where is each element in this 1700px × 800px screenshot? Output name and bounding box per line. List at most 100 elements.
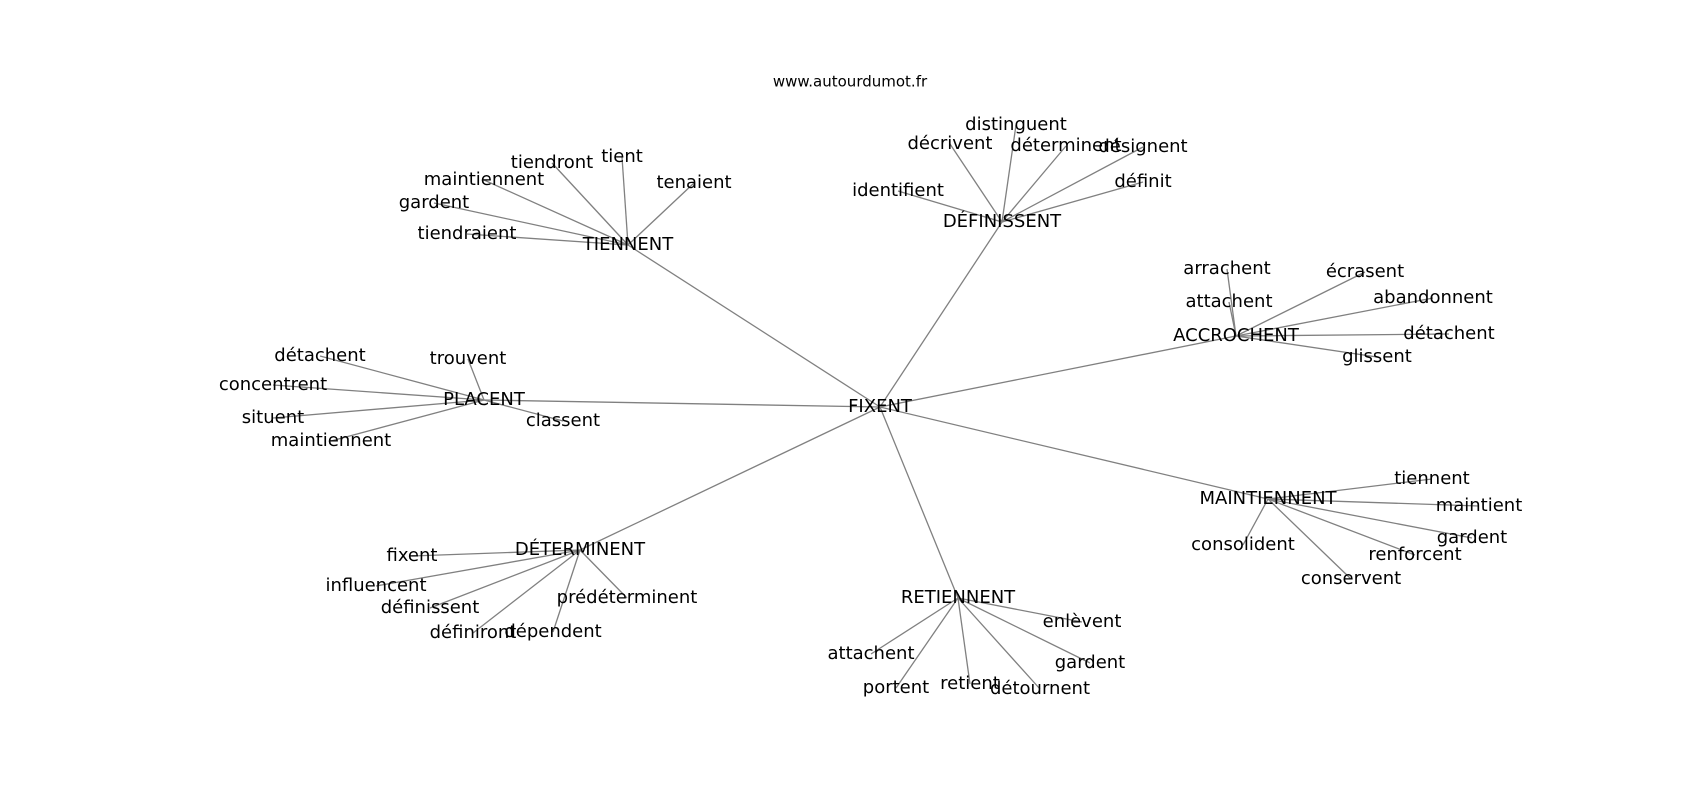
edge-fixent-definissent	[879, 221, 1003, 408]
edge-tiennent-gardent	[433, 202, 629, 246]
node-accrochent-detachent[interactable]: détachent	[1403, 323, 1494, 344]
node-accrochent-arrachent[interactable]: arrachent	[1183, 258, 1270, 279]
edge-accrochent-attachent	[1228, 301, 1237, 337]
node-determinent-fixent[interactable]: fixent	[387, 545, 438, 566]
labels: FIXENT TIENNENT tiendront tient tenaient main…	[219, 114, 1522, 699]
edge-retiennent-retient	[957, 597, 971, 685]
node-fixent[interactable]: FIXENT	[848, 396, 913, 417]
node-tiennent-tiendraient[interactable]: tiendraient	[418, 223, 517, 244]
edge-retiennent-portent	[895, 597, 959, 689]
node-determinent-predeterminent[interactable]: prédéterminent	[557, 587, 698, 608]
edge-placent-detachent	[319, 355, 485, 401]
node-determinent-dependent[interactable]: dépendent	[504, 621, 601, 642]
edge-placent-trouvent	[467, 358, 485, 401]
node-maintiennent-conservent[interactable]: conservent	[1301, 568, 1401, 589]
node-retiennent-attachent[interactable]: attachent	[827, 643, 914, 664]
edge-maintiennent-maintient	[1267, 498, 1480, 507]
node-accrochent-glissent[interactable]: glissent	[1342, 346, 1412, 367]
node-definissent-definit[interactable]: définit	[1114, 171, 1171, 192]
edge-placent-maintiennent	[330, 399, 485, 442]
edge-placent-situent	[272, 399, 485, 419]
node-tiennent-tient[interactable]: tient	[601, 146, 643, 167]
edge-tiennent-tiendront	[551, 162, 629, 246]
edge-fixent-retiennent	[879, 406, 959, 599]
edge-maintiennent-tiennent	[1267, 478, 1433, 500]
node-maintiennent-renforcent[interactable]: renforcent	[1368, 544, 1461, 565]
node-retiennent-enlevent[interactable]: enlèvent	[1043, 611, 1122, 632]
node-retiennent-detournent[interactable]: détournent	[990, 678, 1090, 699]
node-placent-detachent[interactable]: détachent	[274, 345, 365, 366]
node-placent-classent[interactable]: classent	[526, 410, 600, 431]
node-definissent-designent[interactable]: désignent	[1098, 136, 1187, 157]
node-tiennent-maintiennent[interactable]: maintiennent	[424, 169, 544, 190]
edge-accrochent-ecrasent	[1235, 271, 1366, 337]
node-tiennent[interactable]: TIENNENT	[582, 234, 674, 255]
edge-determinent-definiront	[472, 549, 581, 634]
node-accrochent-abandonnent[interactable]: abandonnent	[1373, 287, 1493, 308]
node-maintiennent-consolident[interactable]: consolident	[1191, 534, 1295, 555]
node-maintiennent-gardent[interactable]: gardent	[1437, 527, 1508, 548]
node-tiennent-gardent[interactable]: gardent	[399, 192, 470, 213]
edges	[272, 124, 1480, 690]
node-tiennent-tenaient[interactable]: tenaient	[656, 172, 731, 193]
node-maintiennent-tiennent[interactable]: tiennent	[1394, 468, 1470, 489]
node-placent-trouvent[interactable]: trouvent	[430, 348, 507, 369]
node-determinent-influencent[interactable]: influencent	[325, 575, 426, 596]
node-determinent-definissent[interactable]: définissent	[381, 597, 480, 618]
node-maintiennent-maintient[interactable]: maintient	[1436, 495, 1523, 516]
edge-definissent-identifient	[897, 190, 1003, 223]
edge-fixent-placent	[483, 399, 881, 408]
edge-accrochent-arrachent	[1226, 268, 1237, 337]
node-definissent-determinent[interactable]: déterminent	[1010, 135, 1121, 156]
edge-tiennent-maintiennent	[483, 179, 629, 246]
edge-fixent-tiennent	[627, 244, 881, 408]
edge-tiennent-tient	[621, 156, 629, 246]
edge-definissent-determinent	[1001, 145, 1067, 223]
node-placent-maintiennent[interactable]: maintiennent	[271, 430, 391, 451]
node-definissent-distinguent[interactable]: distinguent	[965, 114, 1067, 135]
node-accrochent-ecrasent[interactable]: écrasent	[1326, 261, 1404, 282]
node-accrochent-attachent[interactable]: attachent	[1185, 291, 1272, 312]
node-retiennent-portent[interactable]: portent	[863, 677, 929, 698]
edge-fixent-accrochent	[879, 335, 1237, 408]
source-label[interactable]: www.autourdumot.fr	[773, 73, 928, 91]
node-definissent[interactable]: DÉFINISSENT	[943, 210, 1062, 232]
node-accrochent[interactable]: ACCROCHENT	[1173, 325, 1300, 346]
edge-fixent-maintiennent	[879, 406, 1269, 500]
node-placent-concentrent[interactable]: concentrent	[219, 374, 327, 395]
edge-definissent-decrivent	[949, 143, 1003, 223]
edge-definissent-distinguent	[1001, 124, 1017, 223]
edge-determinent-influencent	[375, 549, 581, 587]
node-tiennent-tiendront[interactable]: tiendront	[511, 152, 593, 173]
edge-maintiennent-consolident	[1242, 498, 1269, 546]
node-definissent-identifient[interactable]: identifient	[852, 180, 944, 201]
edge-accrochent-abandonnent	[1235, 297, 1434, 337]
node-placent-situent[interactable]: situent	[242, 407, 304, 428]
node-retiennent-gardent[interactable]: gardent	[1055, 652, 1126, 673]
edge-definissent-designent	[1001, 146, 1144, 223]
edge-tiennent-tiendraient	[466, 233, 629, 246]
edge-retiennent-attachent	[870, 597, 959, 655]
node-definissent-decrivent[interactable]: décrivent	[908, 133, 993, 154]
edge-determinent-definissent	[429, 549, 581, 609]
edge-tiennent-tenaient	[627, 182, 695, 246]
node-determinent-definiront[interactable]: définiront	[430, 622, 517, 643]
edge-maintiennent-conservent	[1267, 498, 1352, 580]
node-placent[interactable]: PLACENT	[443, 389, 526, 410]
edge-definissent-definit	[1001, 181, 1144, 223]
edge-retiennent-enlevent	[957, 597, 1083, 623]
edge-maintiennent-renforcent	[1267, 498, 1416, 556]
edge-placent-classent	[483, 399, 564, 422]
edge-retiennent-detournent	[957, 597, 1041, 690]
node-maintiennent[interactable]: MAINTIENNENT	[1199, 488, 1337, 509]
edge-fixent-determinent	[579, 406, 881, 551]
edge-determinent-fixent	[411, 549, 581, 557]
node-determinent[interactable]: DÉTERMINENT	[515, 538, 646, 560]
node-retiennent[interactable]: RETIENNENT	[901, 587, 1016, 608]
edge-retiennent-gardent	[957, 597, 1091, 664]
edge-maintiennent-gardent	[1267, 498, 1473, 539]
edge-determinent-predeterminent	[579, 549, 628, 599]
node-retiennent-retient[interactable]: retient	[940, 673, 1000, 694]
edge-accrochent-detachent	[1235, 333, 1450, 337]
